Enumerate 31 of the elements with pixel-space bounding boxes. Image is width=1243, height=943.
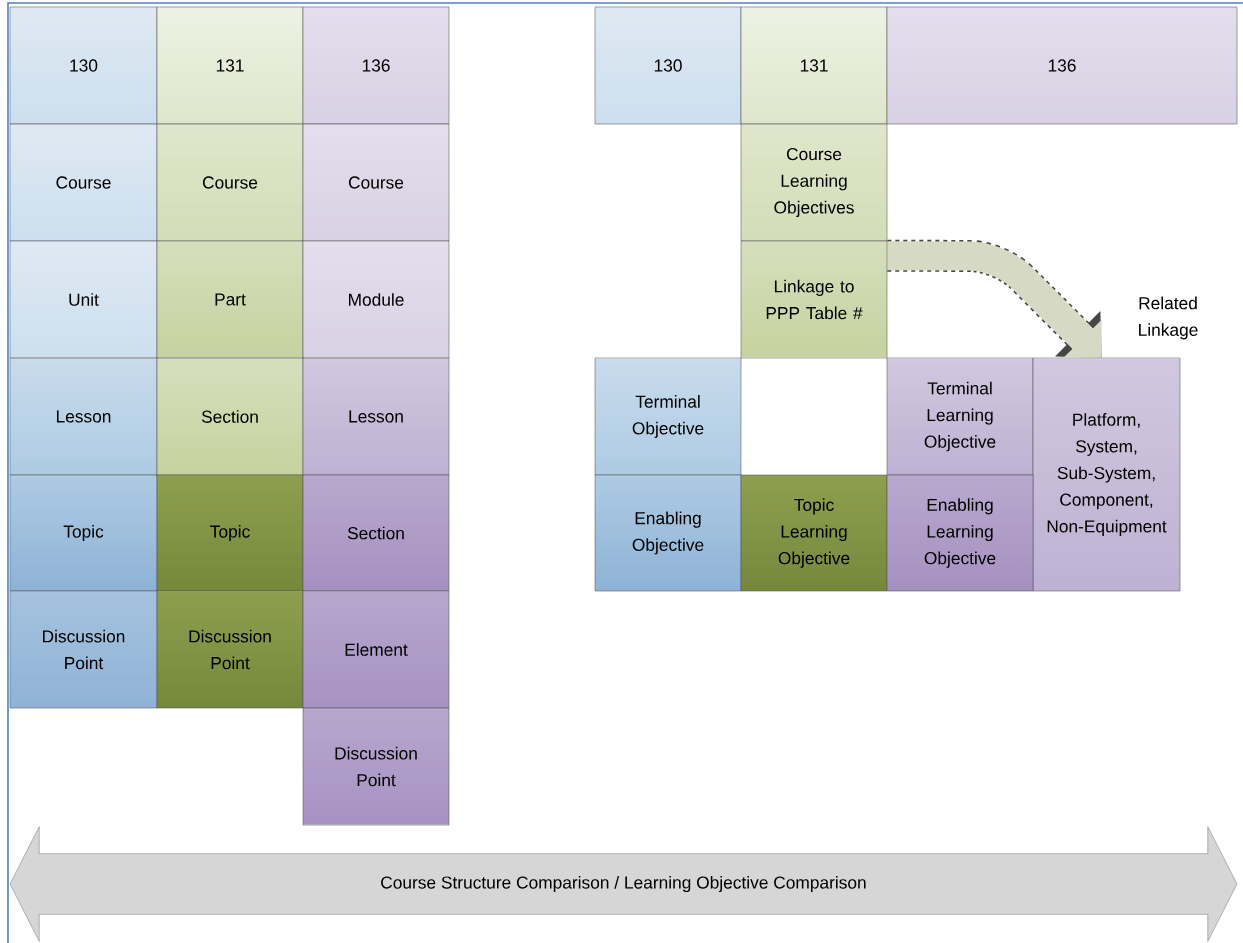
level-box: Section [156,357,304,476]
level-box: Discussion Point [9,590,158,709]
level-box: Topic Learning Objective [740,474,888,592]
level-box: Enabling Objective [594,474,742,592]
level-box: Discussion Point [302,707,450,826]
level-box: Element [302,590,450,709]
level-box: Terminal Objective [594,357,742,476]
level-box: Lesson [9,357,158,476]
level-box: 136 [302,6,450,125]
level-box: 130 [594,6,742,125]
edge-label: Related Linkage [1139,296,1198,340]
level-box: Enabling Learning Objective [886,474,1034,592]
level-box: Linkage to PPP Table # [740,240,888,359]
level-box: Topic [156,474,304,592]
level-box: 130 [9,6,158,125]
level-box: Course [9,123,158,242]
level-box: Section [302,474,450,592]
level-box: Course [156,123,304,242]
level-box: Module [302,240,450,359]
level-box: Course Learning Objectives [740,123,888,242]
double-arrow-band: Course Structure Comparison / Learning Objective Comparison [9,826,1238,942]
level-box: Discussion Point [156,590,304,709]
level-box: Unit [9,240,158,359]
level-box: Course [302,123,450,242]
linkage-arrow [887,239,1102,358]
level-box: Topic [9,474,158,592]
level-box: Lesson [302,357,450,476]
level-box: Terminal Learning Objective [886,357,1034,476]
level-box: Part [156,240,304,359]
level-box: 131 [740,6,888,125]
level-box: 131 [156,6,304,125]
